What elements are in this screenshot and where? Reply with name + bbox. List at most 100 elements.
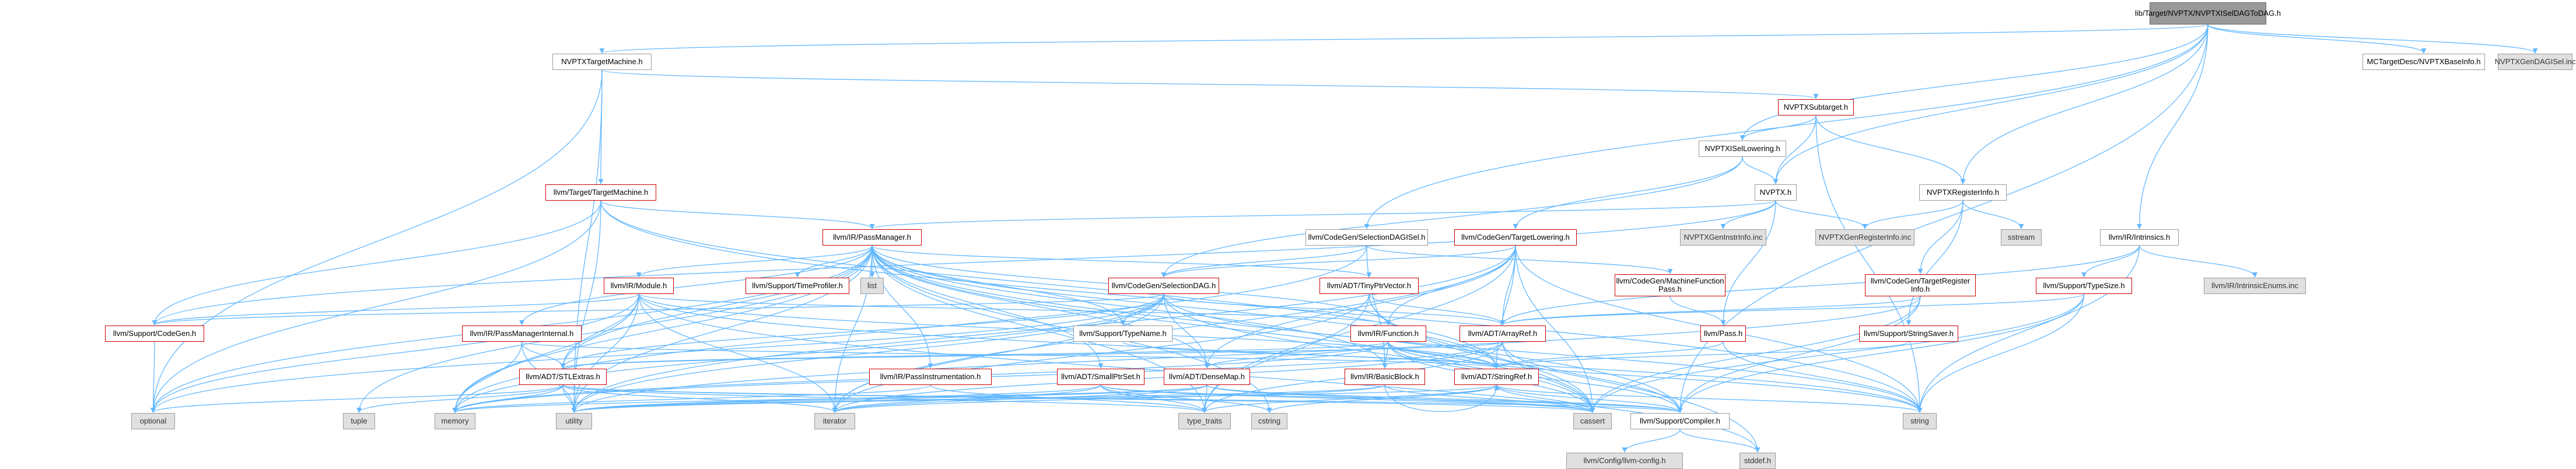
node-pass-manager-internal[interactable]: llvm/IR/PassManagerInternal.h [462, 326, 582, 342]
node-utility[interactable]: utility [556, 413, 592, 429]
edge-selection-dag-to-cassert [1163, 293, 1595, 413]
edge-target-machine-to-string [600, 200, 1923, 413]
node-array-ref[interactable]: llvm/ADT/ArrayRef.h [1460, 326, 1546, 342]
node-pass-instrumentation[interactable]: llvm/IR/PassInstrumentation.h [869, 369, 992, 385]
edge-nvptx-isel-lowering-to-selection-dag [1161, 156, 1743, 278]
edge-target-machine-to-optional [150, 200, 601, 413]
edge-pass-manager-to-memory [452, 245, 873, 413]
edge-pass-manager-to-small-ptr-set [872, 245, 1104, 369]
edge-target-register-info-to-cassert [1590, 296, 1921, 413]
edge-dense-map-to-utility [571, 384, 1208, 413]
node-string-ref[interactable]: llvm/ADT/StringRef.h [1454, 369, 1539, 385]
node-cstring[interactable]: cstring [1251, 413, 1287, 429]
node-string[interactable]: string [1903, 413, 1937, 429]
edge-root-to-gen-dag-isel [2207, 24, 2538, 54]
node-small-ptr-set[interactable]: llvm/ADT/SmallPtrSet.h [1057, 369, 1144, 385]
edge-small-ptr-set-to-type-traits [1100, 384, 1208, 413]
edge-nvptx-register-info-to-target-register-info [1917, 200, 1964, 274]
node-basic-block[interactable]: llvm/IR/BasicBlock.h [1345, 369, 1425, 385]
edge-ir-module-to-ir-function [638, 293, 1391, 326]
edge-array-ref-to-compiler [1502, 341, 1683, 413]
node-stl-extras[interactable]: llvm/ADT/STLExtras.h [519, 369, 607, 385]
edge-selection-dag-to-type-name [1120, 293, 1164, 326]
node-intrinsics[interactable]: llvm/IR/Intrinsics.h [2100, 229, 2179, 246]
edge-pass-manager-to-compiler [872, 245, 1683, 413]
node-optional[interactable]: optional [131, 413, 175, 429]
edge-nvptx-subtarget-to-string [1815, 115, 1923, 413]
node-tuple[interactable]: tuple [343, 413, 375, 429]
edge-pass-manager-to-basic-block [872, 245, 1388, 369]
node-target-machine[interactable]: llvm/Target/TargetMachine.h [545, 184, 656, 201]
edge-target-lowering-to-selection-dag [1161, 245, 1516, 278]
node-iterator[interactable]: iterator [814, 413, 855, 429]
edge-pass-instrumentation-to-type-traits [930, 384, 1208, 413]
edge-dense-map-to-cassert [1206, 384, 1595, 413]
node-intrinsic-enums[interactable]: llvm/IR/IntrinsicEnums.inc [2204, 278, 2306, 294]
edge-pass-manager-to-time-profiler [794, 245, 873, 278]
node-support-codegen[interactable]: llvm/Support/CodeGen.h [105, 326, 204, 342]
edge-basic-block-to-cassert [1384, 384, 1595, 413]
edge-machine-function-pass-to-pass-h [1670, 296, 1726, 326]
edge-nvptx-register-info-to-string-saver [1906, 200, 1964, 326]
node-root[interactable]: lib/Target/NVPTX/NVPTXISelDAGToDAG.h [2135, 2, 2281, 24]
node-type-name[interactable]: llvm/Support/TypeName.h [1073, 326, 1172, 342]
edge-selection-dag-to-memory [452, 293, 1164, 413]
node-string-saver[interactable]: llvm/Support/StringSaver.h [1859, 326, 1958, 342]
edge-ir-function-to-basic-block [1382, 341, 1389, 369]
node-time-profiler[interactable]: llvm/Support/TimeProfiler.h [746, 278, 849, 294]
node-selection-dag-isel[interactable]: llvm/CodeGen/SelectionDAGISel.h [1306, 229, 1428, 246]
node-gen-dag-isel[interactable]: NVPTXGenDAGISel.inc [2495, 54, 2575, 70]
node-ir-function[interactable]: llvm/IR/Function.h [1350, 326, 1426, 342]
node-cstddef[interactable]: stddef.h [1740, 453, 1776, 469]
edge-ir-module-to-iterator [638, 293, 838, 413]
edge-nvptx-target-machine-to-utility [571, 69, 603, 413]
edge-root-to-nvptx-target-machine [600, 24, 2208, 54]
node-cassert[interactable]: cassert [1573, 413, 1612, 429]
node-type-size[interactable]: llvm/Support/TypeSize.h [2036, 278, 2132, 294]
edge-string-ref-to-type-traits [1202, 384, 1497, 413]
node-mc-base-info[interactable]: MCTargetDesc/NVPTXBaseInfo.h [2362, 54, 2485, 70]
edge-ir-module-to-utility [571, 293, 639, 413]
edge-array-ref-to-stl-extras [561, 341, 1503, 369]
edge-selection-dag-isel-to-machine-function-pass [1366, 245, 1673, 274]
edge-target-lowering-to-ir-function [1385, 245, 1516, 326]
edge-ir-function-to-string [1388, 341, 1923, 413]
node-tiny-ptr-vector[interactable]: llvm/ADT/TinyPtrVector.h [1320, 278, 1419, 294]
node-pass-manager[interactable]: llvm/IR/PassManager.h [822, 229, 922, 246]
edge-nvptx-register-info-to-sstream [1962, 200, 2024, 229]
node-selection-dag[interactable]: llvm/CodeGen/SelectionDAG.h [1108, 278, 1219, 294]
node-type-traits[interactable]: type_traits [1178, 413, 1231, 429]
edge-root-to-mc-base-info [2207, 24, 2427, 54]
node-gen-instr-info[interactable]: NVPTXGenInstrInfo.inc [1680, 229, 1766, 246]
node-target-lowering[interactable]: llvm/CodeGen/TargetLowering.h [1454, 229, 1577, 246]
node-dense-map[interactable]: llvm/ADT/DenseMap.h [1164, 369, 1250, 385]
node-pass-h[interactable]: llvm/Pass.h [1700, 326, 1746, 342]
node-nvptx-target-machine[interactable]: NVPTXTargetMachine.h [552, 54, 652, 70]
node-llvm-config[interactable]: llvm/Config/llvm-config.h [1566, 453, 1683, 469]
edge-root-to-nvptx-isel-lowering [1740, 24, 2208, 141]
node-target-register-info[interactable]: llvm/CodeGen/TargetRegister Info.h [1865, 274, 1976, 296]
edge-ir-function-to-dense-map [1204, 341, 1389, 369]
node-gen-register-info[interactable]: NVPTXGenRegisterInfo.inc [1815, 229, 1915, 246]
node-memory[interactable]: memory [435, 413, 475, 429]
edge-array-ref-to-cassert [1502, 341, 1595, 413]
node-sstream[interactable]: sstream [2001, 229, 2042, 246]
node-list[interactable]: list [860, 278, 884, 294]
edge-intrinsics-to-string [1917, 245, 2140, 413]
edge-string-ref-to-cassert [1496, 384, 1595, 413]
node-ir-module[interactable]: llvm/IR/Module.h [604, 278, 674, 294]
node-nvptx-subtarget[interactable]: NVPTXSubtarget.h [1778, 99, 1854, 116]
node-machine-function-pass[interactable]: llvm/CodeGen/MachineFunction Pass.h [1615, 274, 1726, 296]
node-nvptx-h[interactable]: NVPTX.h [1755, 184, 1797, 201]
node-nvptx-isel-lowering[interactable]: NVPTXISelLowering.h [1699, 141, 1786, 157]
edge-small-ptr-set-to-cstring [1100, 384, 1272, 413]
edge-selection-dag-to-optional [150, 293, 1164, 413]
node-compiler[interactable]: llvm/Support/Compiler.h [1630, 413, 1730, 429]
edge-target-lowering-to-string-ref [1493, 245, 1516, 369]
edge-ir-module-to-optional [150, 293, 639, 413]
edge-basic-block-to-iterator [832, 384, 1385, 413]
node-nvptx-register-info[interactable]: NVPTXRegisterInfo.h [1919, 184, 2007, 201]
edge-compiler-to-llvm-config [1622, 429, 1681, 453]
